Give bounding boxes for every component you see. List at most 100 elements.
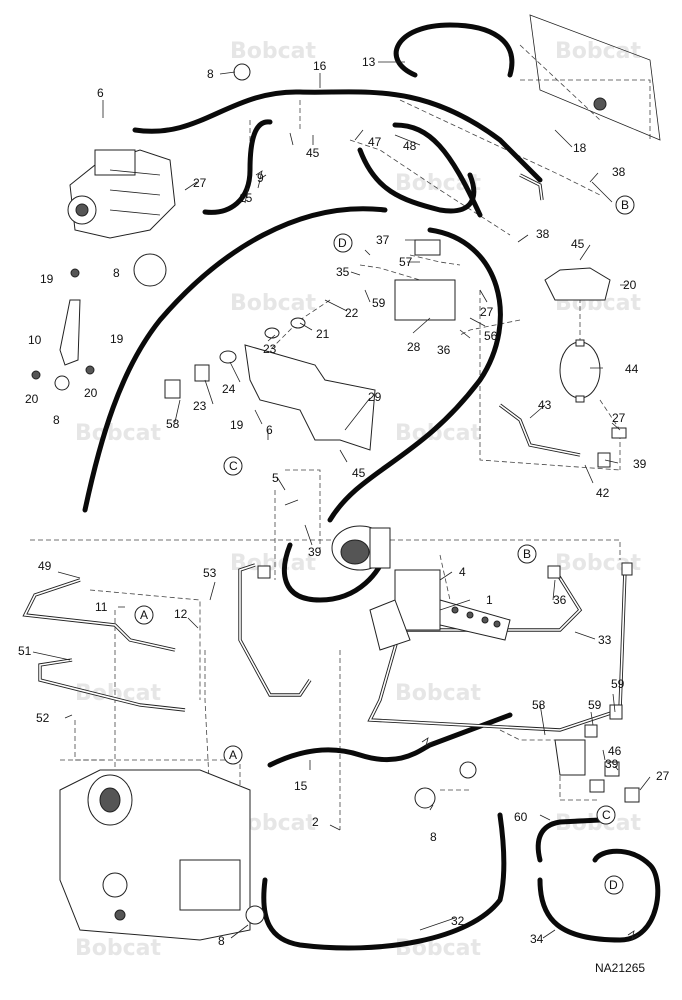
svg-text:D: D <box>338 236 347 250</box>
callout-40: 42 <box>596 486 610 500</box>
callout-44: 45 <box>352 466 366 480</box>
hose-16 <box>132 89 543 183</box>
callout-38: 38 <box>536 227 550 241</box>
ref-c-mid: C <box>223 456 243 476</box>
ref-a-left: A <box>134 605 154 625</box>
callout-45: 46 <box>608 744 622 758</box>
callout-8: 8 <box>430 830 437 844</box>
callout-numbers: 13 8 16 6 45 47 48 18 38 9 27 15 38 37 4… <box>18 55 670 948</box>
hose-13 <box>393 22 515 78</box>
callout-5: 5 <box>272 471 279 485</box>
callout-45: 45 <box>306 146 320 160</box>
callout-leaders <box>32 61 651 939</box>
callout-20: 20 <box>25 392 39 406</box>
callout-15: 15 <box>239 191 253 205</box>
callout-19: 19 <box>110 332 124 346</box>
mounting-bracket <box>244 344 376 451</box>
callout-27: 27 <box>480 305 494 319</box>
callout-43: 45 <box>571 237 585 251</box>
callout-39: 39 <box>633 457 647 471</box>
svg-text:B: B <box>523 547 531 561</box>
connection-refs: B D C A B A C D <box>134 195 635 895</box>
callout-42: 44 <box>625 362 639 376</box>
callout-47: 48 <box>403 139 417 153</box>
callout-37: 38 <box>612 165 626 179</box>
callout-8: 8 <box>218 934 225 948</box>
svg-text:C: C <box>602 808 611 822</box>
callout-8: 8 <box>113 266 120 280</box>
callout-16: 16 <box>313 59 327 73</box>
ref-b-right: B <box>517 544 537 564</box>
callout-28: 28 <box>407 340 421 354</box>
svg-text:A: A <box>229 748 237 762</box>
svg-text:D: D <box>609 878 618 892</box>
callout-57: 59 <box>611 677 625 691</box>
callout-31: 33 <box>598 633 612 647</box>
callout-6: 6 <box>266 423 273 437</box>
callout-23: 23 <box>193 399 207 413</box>
hose-main-loop <box>82 206 388 513</box>
hoses <box>82 22 661 951</box>
figure-id: NA21265 <box>595 961 645 975</box>
callout-22: 22 <box>345 306 359 320</box>
callout-58: 59 <box>588 698 602 712</box>
callout-51: 53 <box>203 566 217 580</box>
callout-8: 8 <box>207 67 214 81</box>
callout-39: 39 <box>605 757 619 771</box>
callout-60: 60 <box>514 810 528 824</box>
callout-36: 36 <box>437 343 451 357</box>
callout-21: 21 <box>316 327 330 341</box>
hose-47b <box>392 122 483 218</box>
fittings <box>31 63 640 925</box>
callout-18: 18 <box>573 141 587 155</box>
callout-49: 51 <box>18 644 32 658</box>
watermark-bobcat: Bobcat <box>230 551 317 576</box>
watermark-bobcat: Bobcat <box>75 936 162 961</box>
callout-13: 13 <box>362 55 376 69</box>
callout-15: 15 <box>294 779 308 793</box>
callout-11: 11 <box>95 600 108 614</box>
callout-56: 58 <box>532 698 546 712</box>
ref-c-bottom: C <box>596 805 616 825</box>
watermark-bobcat: Bobcat <box>230 39 317 64</box>
watermark-bobcat: Bobcat <box>75 421 162 446</box>
steel-tubes <box>22 173 627 732</box>
callout-29: 29 <box>368 390 382 404</box>
watermark-bobcat: Bobcat <box>230 291 317 316</box>
gear-motor <box>331 525 391 571</box>
ref-b-top: B <box>615 195 635 215</box>
ref-a-bottom: A <box>223 745 243 765</box>
ref-d-top: D <box>333 233 353 253</box>
svg-text:C: C <box>229 459 238 473</box>
hose-38 <box>282 542 388 603</box>
callout-20: 20 <box>623 278 637 292</box>
watermark-bobcat: Bobcat <box>555 39 642 64</box>
hose-main-loop-b <box>327 227 503 523</box>
callout-25: 27 <box>193 176 207 190</box>
valve-block <box>394 239 456 321</box>
callout-9: 9 <box>257 171 264 185</box>
callout-32: 34 <box>530 932 544 946</box>
callout-8: 8 <box>53 413 60 427</box>
engine-housing <box>59 769 251 941</box>
hose-30 <box>261 812 507 951</box>
watermark-bobcat: Bobcat <box>395 681 482 706</box>
callout-23: 23 <box>263 342 277 356</box>
ref-d-bottom: D <box>604 875 624 895</box>
callout-59: 59 <box>372 296 386 310</box>
callout-34: 36 <box>553 593 567 607</box>
callout-2: 2 <box>312 815 319 829</box>
callout-27: 27 <box>656 769 670 783</box>
svg-text:B: B <box>621 198 629 212</box>
callout-10: 10 <box>28 333 42 347</box>
callout-54: 58 <box>166 417 180 431</box>
components <box>31 14 661 941</box>
assembly-dashed-lines <box>30 44 651 830</box>
accumulator-clamp <box>544 267 611 301</box>
callout-41: 43 <box>538 398 552 412</box>
callout-35: 37 <box>376 233 390 247</box>
callout-50: 52 <box>36 711 50 725</box>
mount-plate <box>529 14 661 141</box>
callout-30: 32 <box>451 914 465 928</box>
